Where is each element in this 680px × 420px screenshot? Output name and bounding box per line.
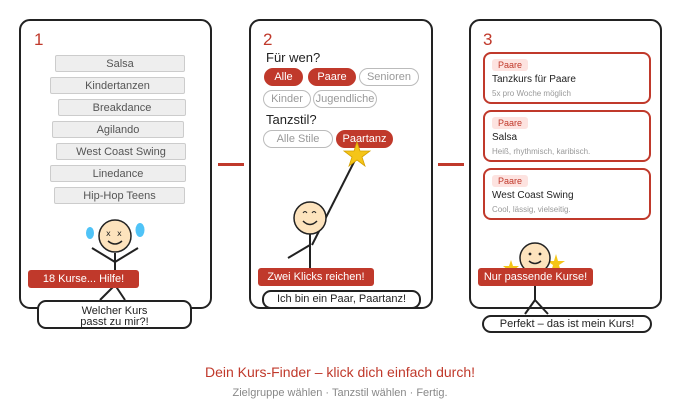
star-icon — [547, 254, 565, 272]
footer-title: Dein Kurs-Finder – klick dich einfach du… — [204, 364, 475, 380]
course-item[interactable]: Agilando — [52, 121, 184, 138]
speech-bubble: Welcher Kurs passt zu mir?! — [37, 300, 192, 329]
course-description: Cool, lässig, vielseitig. — [492, 205, 571, 214]
chip-kinder[interactable]: Kinder — [263, 90, 311, 108]
course-item[interactable]: Salsa — [55, 55, 185, 72]
course-title: Salsa — [492, 132, 518, 143]
course-item[interactable]: Hip-Hop Teens — [54, 187, 185, 204]
speech-bubble: Ich bin ein Paar, Paartanz! — [262, 290, 421, 309]
svg-text:x: x — [117, 229, 122, 238]
result-card[interactable]: Paare Tanzkurs für Paare 5x pro Woche mö… — [483, 52, 651, 104]
course-description: Heiß, rhythmisch, karibisch. — [492, 147, 591, 156]
style-question: Tanzstil? — [266, 112, 317, 127]
chip-senioren[interactable]: Senioren — [359, 68, 419, 86]
panel-caption: Zwei Klicks reichen! — [258, 268, 374, 286]
step-number: 1 — [34, 30, 44, 49]
result-card[interactable]: Paare Salsa Heiß, rhythmisch, karibisch. — [483, 110, 651, 162]
course-title: West Coast Swing — [492, 190, 574, 201]
chip-jugendliche[interactable]: Jugendliche — [313, 90, 377, 108]
step-number: 2 — [263, 30, 273, 49]
speech-bubble: Perfekt – das ist mein Kurs! — [482, 315, 652, 333]
footer-subtitle: Zielgruppe wählen · Tanzstil wählen · Fe… — [232, 387, 448, 399]
panel-caption: Nur passende Kurse! — [478, 268, 593, 286]
course-item[interactable]: West Coast Swing — [56, 143, 186, 160]
course-item[interactable]: Linedance — [50, 165, 186, 182]
connector — [438, 163, 464, 166]
panel-3: 3 Paare Tanzkurs für Paare 5x pro Woche … — [469, 19, 662, 309]
panel-2: 2 — [249, 19, 433, 309]
audience-tag: Paare — [492, 175, 529, 187]
panel-caption: 18 Kurse... Hilfe! — [28, 270, 139, 288]
chip-alle-stile[interactable]: Alle Stile — [263, 130, 333, 148]
chip-paare[interactable]: Paare — [308, 68, 356, 86]
step-number: 3 — [483, 30, 493, 49]
course-item[interactable]: Kindertanzen — [50, 77, 185, 94]
course-description: 5x pro Woche möglich — [492, 89, 571, 98]
course-title: Tanzkurs für Paare — [492, 74, 576, 85]
chip-alle[interactable]: Alle — [264, 68, 303, 86]
audience-tag: Paare — [492, 59, 529, 71]
audience-question: Für wen? — [266, 50, 321, 65]
star-icon — [342, 140, 372, 168]
connector — [218, 163, 244, 166]
svg-text:x: x — [106, 229, 111, 238]
course-item[interactable]: Breakdance — [58, 99, 186, 116]
audience-tag: Paare — [492, 117, 529, 129]
chip-paartanz[interactable]: Paartanz — [336, 130, 393, 148]
result-card[interactable]: Paare West Coast Swing Cool, lässig, vie… — [483, 168, 651, 220]
